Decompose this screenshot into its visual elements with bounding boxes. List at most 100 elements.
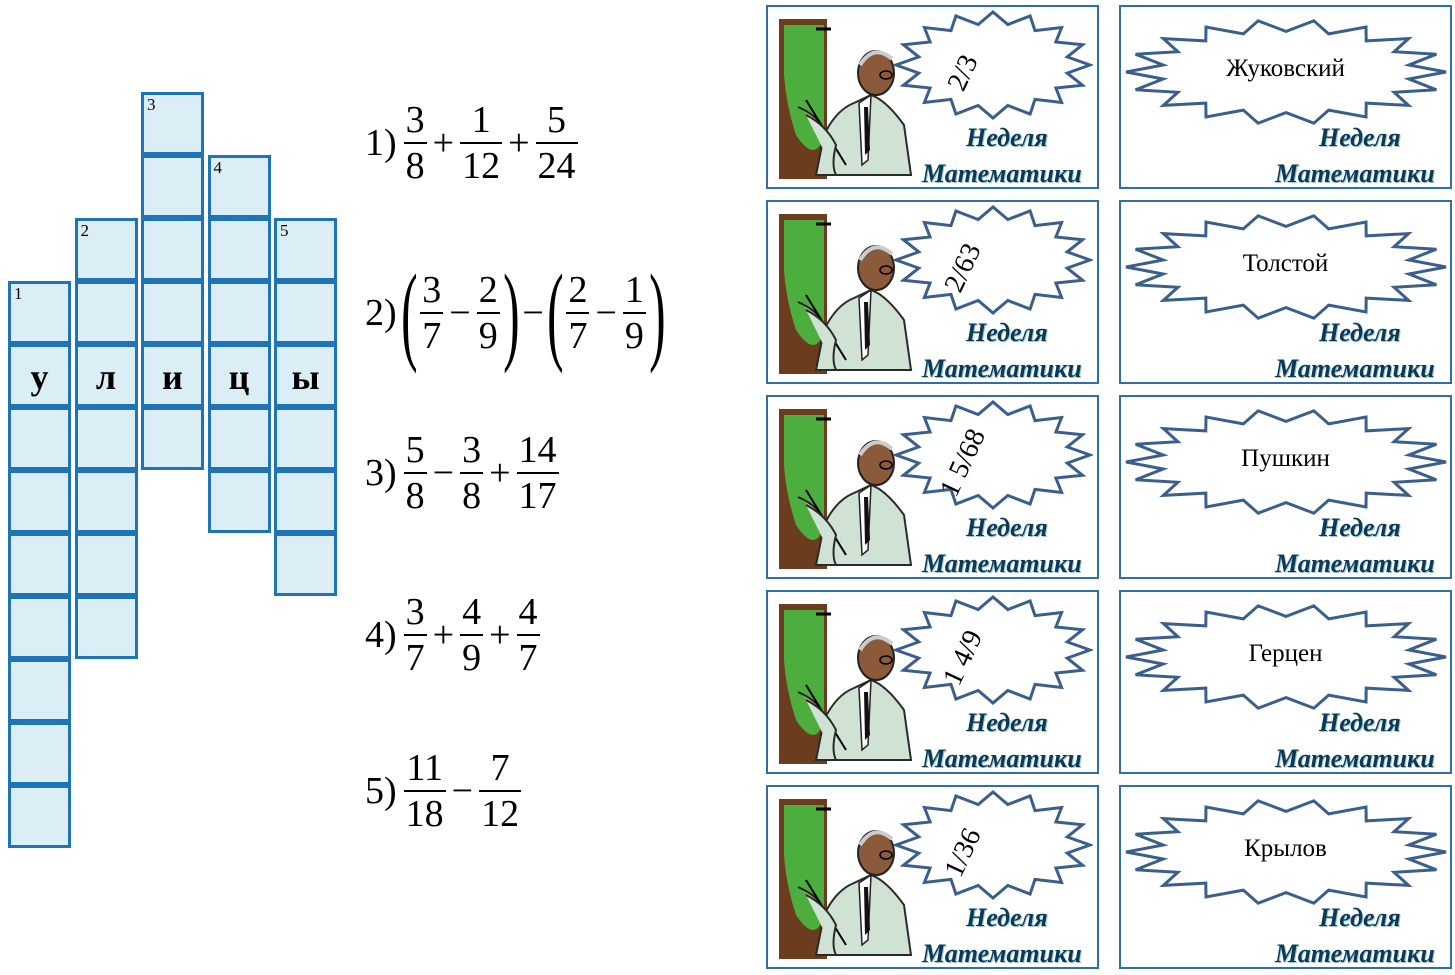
denominator: 24 [535, 142, 578, 188]
crossword-cell [207, 281, 271, 344]
card-title-line1: Неделя [966, 318, 1048, 347]
card-title-line2: Математики [1275, 549, 1435, 578]
crossword-letter: и [162, 357, 183, 397]
card-title-line2: Математики [922, 159, 1082, 188]
card-title-line1: Неделя [1319, 708, 1401, 737]
card-title-line2: Математики [922, 939, 1082, 968]
clue-number: 2 [80, 221, 90, 240]
card-title-line2: Математики [922, 354, 1082, 383]
crossword-cell [274, 470, 337, 533]
operator: − [522, 292, 544, 334]
exercise-number: 4) [365, 614, 397, 656]
operator: − [595, 292, 617, 334]
exercise-number: 5) [365, 770, 397, 812]
crossword-cell: ц [207, 344, 271, 407]
denominator: 8 [403, 142, 427, 188]
clue-number: 4 [213, 158, 223, 177]
numerator: 5 [405, 429, 425, 471]
teacher-illustration-icon [779, 604, 913, 764]
crossword-cell: 3 [141, 92, 204, 155]
crossword-cell [207, 470, 271, 533]
crossword-cell [8, 722, 71, 785]
exercise-number: 1) [365, 122, 397, 164]
crossword-cell: 5 [274, 218, 337, 281]
numerator: 4 [518, 591, 538, 633]
crossword-cell [141, 407, 204, 470]
clue-number: 5 [280, 221, 289, 240]
crossword-cell [74, 533, 138, 596]
starburst-icon [1125, 604, 1447, 710]
crossword-cell [74, 470, 138, 533]
card-title-line2: Математики [1275, 159, 1435, 188]
parenthesis: ( [400, 252, 418, 374]
card-title-line2: Математики [1275, 354, 1435, 383]
operator: + [432, 614, 455, 656]
crossword-cell [74, 407, 138, 470]
denominator: 17 [516, 472, 559, 518]
operator: − [432, 452, 455, 494]
crossword-cell [274, 533, 337, 596]
crossword-cell [8, 596, 71, 659]
crossword-cell: ы [274, 344, 337, 407]
crossword-cell [274, 281, 337, 344]
writer-name: Жуковский [1226, 55, 1345, 82]
numerator: 3 [405, 591, 425, 633]
card-title-line1: Неделя [966, 123, 1048, 152]
crossword-cell [141, 281, 204, 344]
crossword-cell [8, 659, 71, 722]
denominator: 8 [460, 472, 484, 518]
starburst-icon [1125, 799, 1447, 905]
numerator: 2 [478, 269, 498, 311]
parenthesis: ) [502, 252, 520, 374]
crossword-cell [74, 596, 138, 659]
numerator: 3 [405, 99, 425, 141]
operator: − [451, 770, 474, 812]
teacher-illustration-icon [779, 19, 913, 179]
denominator: 18 [403, 790, 446, 836]
starburst-icon [1125, 214, 1447, 320]
writer-name: Герцен [1248, 640, 1323, 667]
crossword-cell [274, 407, 337, 470]
crossword-cell [8, 407, 71, 470]
crossword-letter: ы [291, 357, 320, 397]
crossword-cell [141, 218, 204, 281]
denominator: 8 [403, 472, 427, 518]
denominator: 12 [479, 790, 522, 836]
crossword-cell: 4 [207, 155, 271, 218]
crossword-cell: 1 [8, 281, 71, 344]
numerator: 1 [624, 269, 644, 311]
numerator: 4 [462, 591, 482, 633]
crossword-letter: л [95, 357, 117, 397]
writer-name: Толстой [1242, 250, 1329, 277]
card-title-line1: Неделя [966, 708, 1048, 737]
clue-number: 3 [147, 95, 156, 114]
crossword-cell [74, 281, 138, 344]
card-title-line1: Неделя [1319, 903, 1401, 932]
crossword-cell: и [141, 344, 204, 407]
crossword-cell [141, 155, 204, 218]
crossword-cell [8, 470, 71, 533]
denominator: 7 [403, 634, 427, 680]
parenthesis: ( [546, 252, 564, 374]
clue-number: 1 [14, 284, 23, 303]
card-title-line1: Неделя [1319, 123, 1401, 152]
crossword-cell [8, 533, 71, 596]
